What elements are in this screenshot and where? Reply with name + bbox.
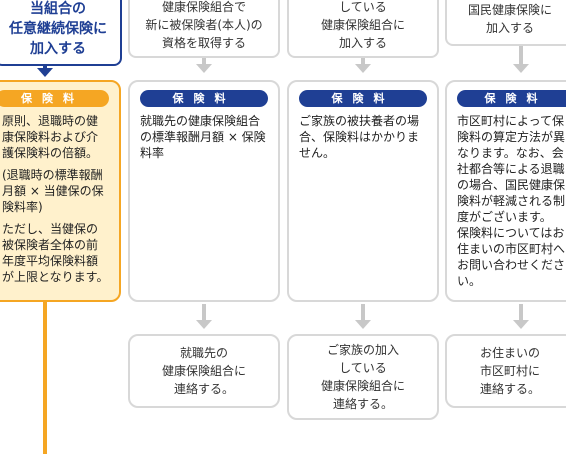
top-box-line: 国民健康保険に [467, 3, 552, 17]
premium-box-national: 保険料 市区町村によって保険料の算定方法が異なります。なお、会社都合等による退職… [445, 80, 566, 302]
premium-box-family: 保険料 ご家族の被扶養者の場合、保険料はかかりません。 [287, 80, 439, 302]
premium-text: (退職時の標準報酬月額 × 当健保の保険料率) [2, 168, 104, 214]
contact-line: お住まいの [479, 346, 540, 360]
contact-box-family: ご家族の加入 している 健康保険組合に 連絡する。 [287, 334, 439, 420]
arrow-down-icon [355, 64, 371, 73]
continuation-line [43, 302, 47, 454]
top-box-continuation: 当組合の 任意継続保険に 加入する [0, 0, 122, 66]
top-box-national: 国民健康保険に 加入する [445, 0, 566, 46]
contact-line: 連絡する。 [173, 382, 234, 396]
premium-label: 保険料 [457, 90, 566, 107]
contact-line: 連絡する。 [332, 397, 393, 411]
premium-label: 保険料 [0, 90, 109, 107]
arrow-stem [361, 58, 365, 64]
top-box-line: 当組合の [30, 1, 86, 17]
arrow-down-icon [196, 64, 212, 73]
contact-line: 就職先の [179, 346, 228, 360]
arrow-stem [361, 304, 365, 320]
arrow-down-icon [513, 320, 529, 329]
top-box-line: 加入する [338, 36, 387, 50]
arrow-down-icon [37, 68, 53, 77]
premium-text: 保険料についてはお住まいの市区町村へお問い合わせください。 [457, 226, 566, 288]
arrow-down-icon [196, 320, 212, 329]
contact-box-national: お住まいの 市区町村に 連絡する。 [445, 334, 566, 408]
contact-line: している [339, 361, 387, 375]
premium-label: 保険料 [140, 90, 268, 107]
contact-line: 市区町村に [479, 364, 540, 378]
arrow-stem [519, 46, 523, 64]
premium-text: ただし、当健保の被保険者全体の前年度平均保険料額が上限となります。 [2, 222, 109, 284]
arrow-stem [202, 58, 206, 64]
top-box-line: 任意継続保険に [9, 21, 107, 37]
contact-line: 健康保険組合に [320, 379, 405, 393]
top-box-family: している 健康保険組合に 加入する [287, 0, 439, 58]
premium-box-continuation: 保険料 原則、退職時の健康保険料および介護保険料の倍額。 (退職時の標準報酬月額… [0, 80, 121, 302]
premium-text: 原則、退職時の健康保険料および介護保険料の倍額。 [2, 114, 99, 160]
contact-line: 連絡する。 [479, 382, 540, 396]
premium-box-new-employer: 保険料 就職先の健康保険組合の標準報酬月額 × 保険料率 [128, 80, 280, 302]
premium-text: ご家族の被扶養者の場合、保険料はかかりません。 [299, 114, 420, 160]
premium-label: 保険料 [299, 90, 427, 107]
contact-box-new-employer: 就職先の 健康保険組合に 連絡する。 [128, 334, 280, 408]
top-box-new-employer: 健康保険組合で 新に被保険者(本人)の 資格を取得する [128, 0, 280, 58]
top-box-line: している [339, 0, 387, 14]
contact-line: 健康保険組合に [161, 364, 246, 378]
top-box-line: 加入する [30, 41, 86, 57]
contact-line: ご家族の加入 [326, 343, 399, 357]
premium-text: 市区町村によって保険料の算定方法が異なります。なお、会社都合等による退職の場合、… [457, 114, 566, 224]
top-box-line: 新に被保険者(本人)の [145, 18, 263, 32]
arrow-stem [202, 304, 206, 320]
top-box-line: 加入する [485, 21, 534, 35]
arrow-stem [519, 304, 523, 320]
arrow-down-icon [513, 64, 529, 73]
top-box-line: 健康保険組合で [161, 0, 246, 14]
top-box-line: 健康保険組合に [320, 18, 405, 32]
premium-text: 就職先の健康保険組合の標準報酬月額 × 保険料率 [140, 114, 266, 160]
arrow-down-icon [355, 320, 371, 329]
top-box-line: 資格を取得する [161, 36, 246, 50]
